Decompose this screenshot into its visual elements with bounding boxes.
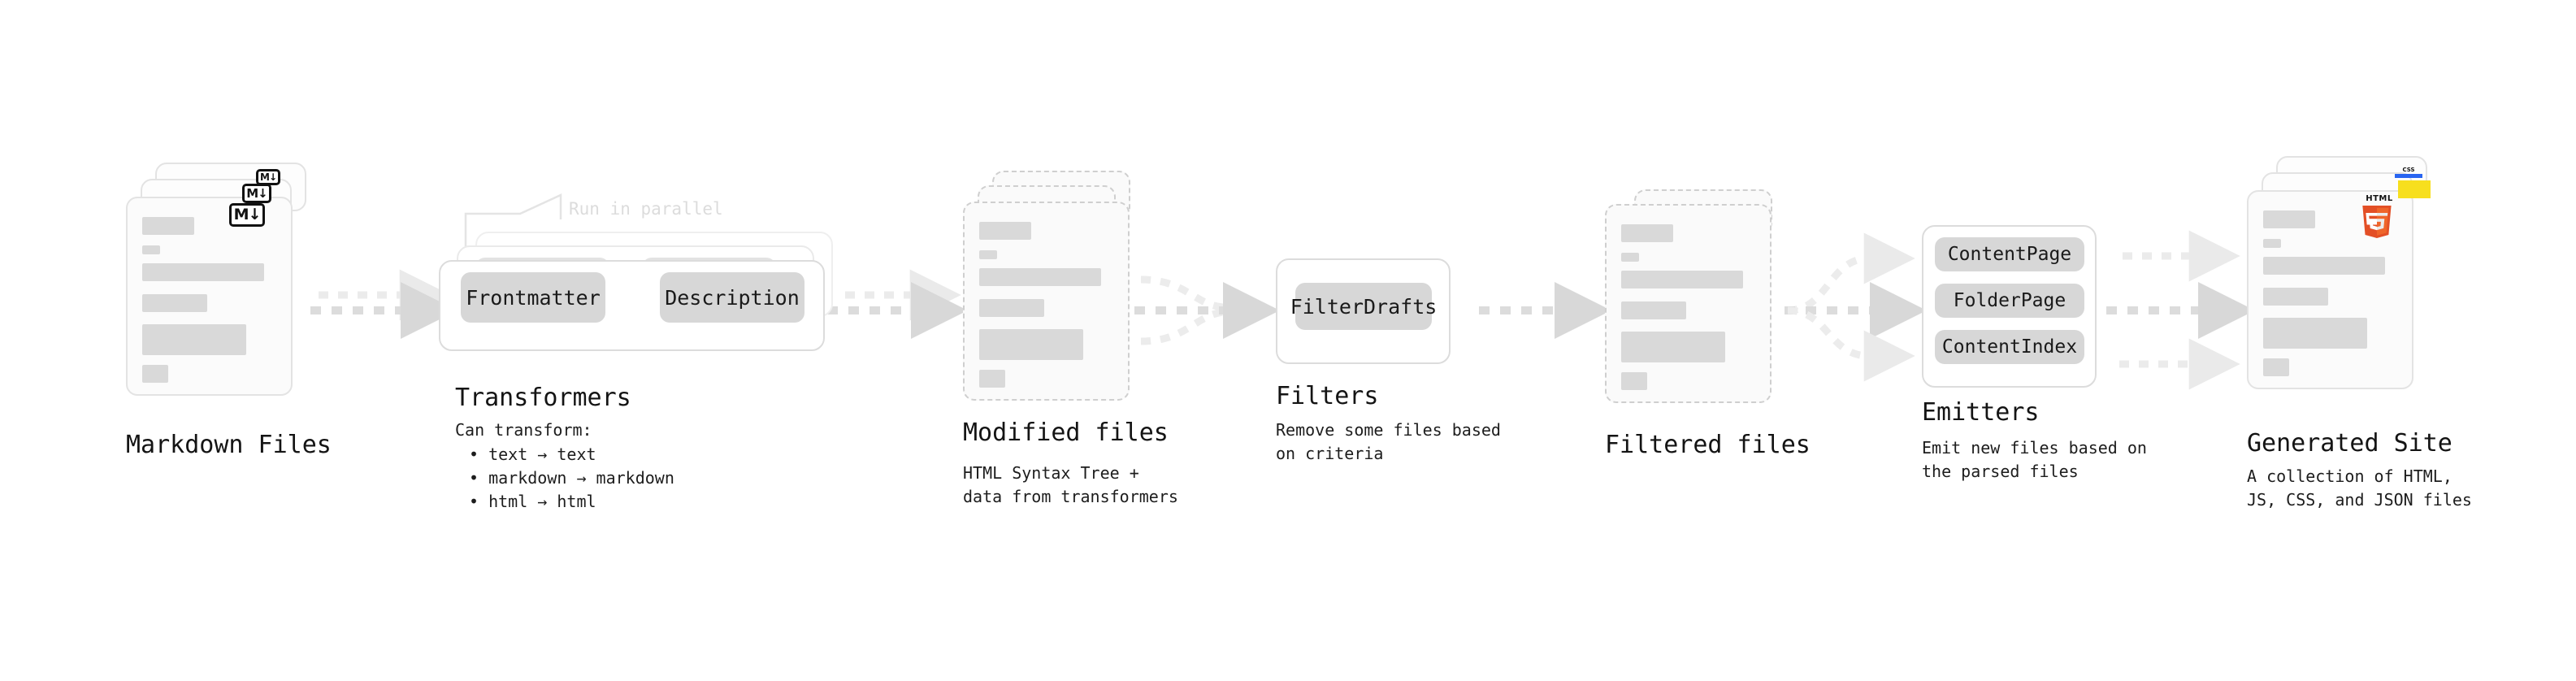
- connector-emitters-to-site: [2106, 230, 2255, 390]
- stage-markdown-files: M↓ M↓ M↓: [126, 163, 321, 406]
- stage-subtitle-emitters: Emit new files based on the parsed files: [1922, 438, 2147, 481]
- transformer-description-pill[interactable]: Description: [660, 272, 804, 323]
- stage-title-filters: Filters: [1276, 382, 1379, 410]
- transformer-description-label: Description: [665, 285, 800, 310]
- emitter-folderpage-pill[interactable]: FolderPage: [1935, 284, 2084, 318]
- stage-transformers: Frontmatter Description: [439, 232, 861, 351]
- filtered-card-front: [1605, 204, 1772, 403]
- emitter-folderpage-label: FolderPage: [1953, 290, 2066, 311]
- emitter-contentpage-label: ContentPage: [1947, 244, 2072, 265]
- html5-logo-icon: HTML: [2361, 195, 2398, 239]
- stage-generated-site: CSS HTML: [2247, 156, 2442, 408]
- stage-subtitle-generated-site: A collection of HTML, JS, CSS, and JSON …: [2247, 466, 2472, 510]
- connector-filtered-to-emitters: [1785, 232, 1927, 382]
- stage-title-markdown-files: Markdown Files: [126, 431, 332, 459]
- stage-title-generated-site: Generated Site: [2247, 429, 2452, 458]
- stage-title-transformers: Transformers: [455, 384, 631, 412]
- stage-subtitle-modified-files: HTML Syntax Tree + data from transformer…: [963, 463, 1178, 506]
- stage-title-filtered-files: Filtered files: [1605, 431, 1811, 459]
- transformer-frontmatter-pill[interactable]: Frontmatter: [461, 272, 605, 323]
- emitter-contentindex-pill[interactable]: ContentIndex: [1935, 330, 2084, 364]
- transformers-capability-item: • markdown → markdown: [469, 468, 674, 488]
- transformers-capability-item: • html → html: [469, 492, 596, 511]
- stage-title-modified-files: Modified files: [963, 419, 1169, 447]
- html5-shield-icon: [2362, 206, 2392, 238]
- filter-filterdrafts-pill[interactable]: FilterDrafts: [1290, 283, 1437, 330]
- css3-logo-icon: CSS: [2395, 167, 2422, 178]
- stage-subtitle-transformers: Can transform:: [455, 420, 592, 440]
- markdown-logo-icon: M↓: [256, 169, 280, 185]
- filter-filterdrafts-label: FilterDrafts: [1290, 294, 1438, 319]
- connector-md-to-transformers: [310, 269, 458, 339]
- stage-filtered-files: [1605, 189, 1792, 433]
- run-in-parallel-label: Run in parallel: [569, 199, 723, 219]
- emitter-contentindex-label: ContentIndex: [1941, 336, 2078, 358]
- stage-subtitle-filters: Remove some files based on criteria: [1276, 420, 1501, 463]
- markdown-card-front: [126, 197, 293, 396]
- emitter-contentpage-pill[interactable]: ContentPage: [1935, 237, 2084, 271]
- transformers-capability-item: • text → text: [469, 445, 596, 464]
- modified-card-front: [963, 202, 1130, 401]
- markdown-logo-icon: M↓: [229, 203, 265, 227]
- stage-title-emitters: Emitters: [1922, 398, 2040, 427]
- markdown-logo-icon: M↓: [242, 184, 271, 203]
- transformer-frontmatter-label: Frontmatter: [466, 285, 601, 310]
- stage-modified-files: [963, 171, 1150, 414]
- javascript-logo-icon: [2398, 180, 2431, 198]
